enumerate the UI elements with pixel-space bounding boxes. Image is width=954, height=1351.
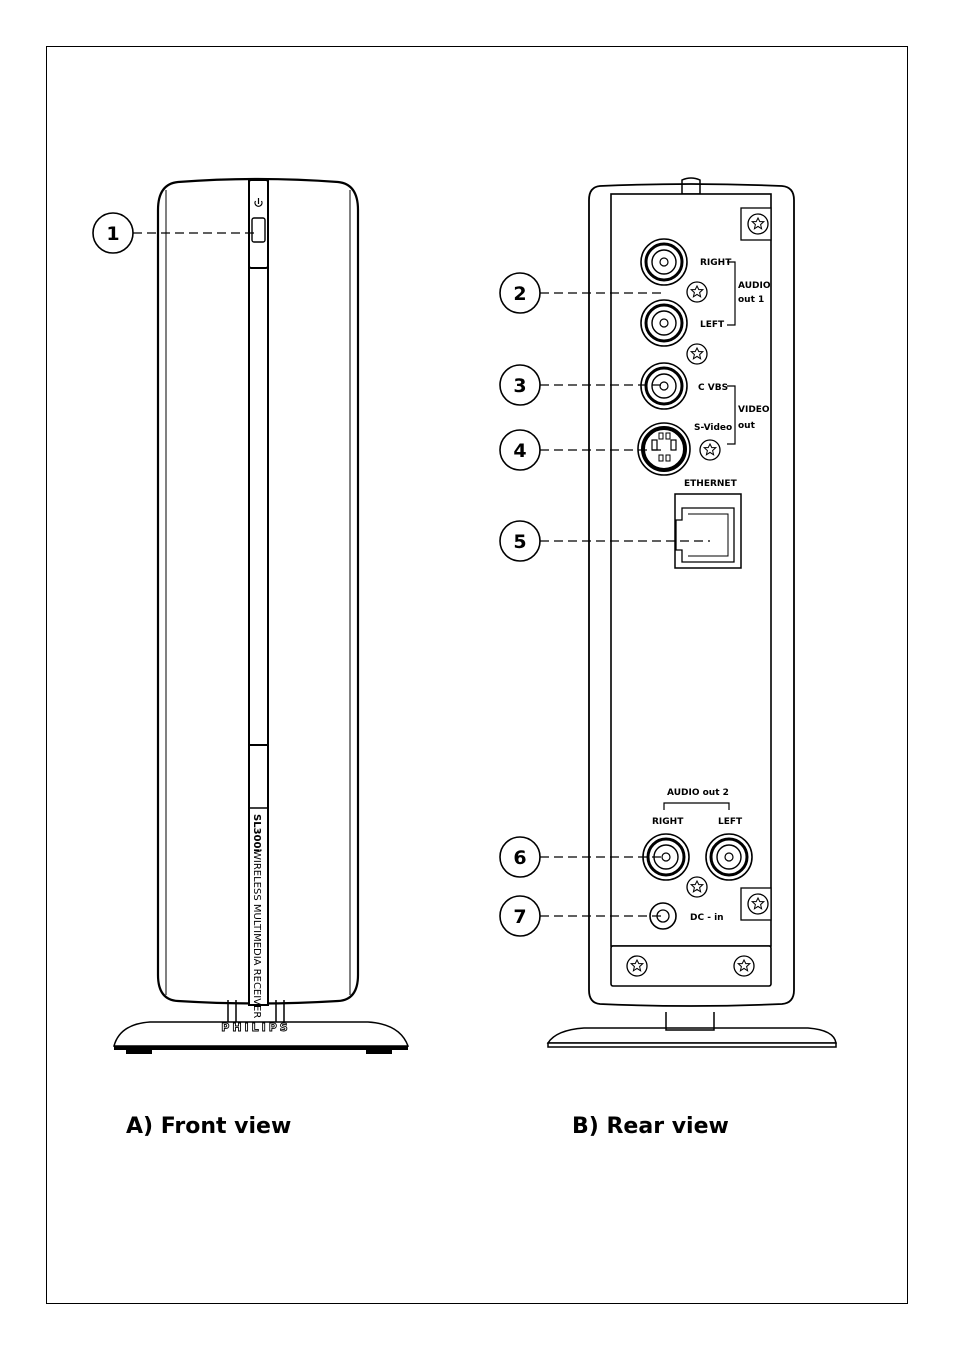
ethernet-port[interactable] (674, 493, 742, 569)
callout-5: 5 (499, 520, 710, 562)
label-audio-1-line1: AUDIO (738, 281, 771, 291)
audio-out-1-left-jack[interactable] (639, 298, 689, 348)
callout-4: 4 (499, 429, 664, 471)
label-cvbs: C VBS (698, 383, 728, 393)
callout-1: 1 (92, 212, 257, 254)
audio-out-1-right-jack[interactable] (639, 237, 689, 287)
rear-shell (588, 183, 795, 1007)
rear-stand (546, 1012, 837, 1048)
screw-icon (686, 343, 708, 365)
screw-icon (733, 955, 755, 977)
cvbs-jack[interactable] (639, 361, 689, 411)
screw-icon (686, 876, 708, 898)
svg-text:2: 2 (513, 283, 526, 305)
antenna-nub (681, 177, 701, 195)
label-audio-out-2: AUDIO out 2 (667, 788, 729, 798)
callout-3: 3 (499, 364, 664, 406)
front-body (156, 177, 360, 1005)
label-ethernet: ETHERNET (684, 479, 738, 489)
callout-6: 6 (499, 836, 666, 878)
screw-icon (699, 439, 721, 461)
screw-icon (686, 281, 708, 303)
audio-out-2-right-jack[interactable] (641, 832, 691, 882)
svg-text:6: 6 (513, 847, 526, 869)
label-dc-in: DC - in (690, 913, 724, 923)
label-svideo: S-Video (694, 423, 732, 433)
front-side-label-name: WIRELESS MULTIMEDIA RECEIVER (251, 850, 262, 1018)
svg-text:5: 5 (513, 531, 526, 553)
callout-2: 2 (499, 272, 664, 314)
front-brand: PHILIPS (221, 1021, 290, 1034)
rear-view-caption: B) Rear view (572, 1114, 729, 1139)
front-view-device: SL300i WIRELESS MULTIMEDIA RECEIVER PHIL… (92, 177, 410, 1054)
svg-text:3: 3 (513, 375, 526, 397)
svg-text:4: 4 (513, 440, 526, 462)
front-stand (113, 1000, 410, 1054)
rear-panel (610, 193, 772, 947)
label-right-1: RIGHT (700, 258, 732, 268)
svg-text:7: 7 (513, 906, 526, 928)
audio-out-2-left-jack[interactable] (704, 832, 754, 882)
label-video-line2: out (738, 421, 756, 431)
power-icon (254, 198, 263, 207)
screw-icon (747, 213, 769, 235)
front-side-label-model: SL300i (251, 814, 262, 852)
label-right-2: RIGHT (652, 817, 684, 827)
screw-icon (747, 893, 769, 915)
svideo-jack[interactable] (637, 422, 691, 476)
label-left-1: LEFT (700, 320, 725, 330)
label-left-2: LEFT (718, 817, 743, 827)
front-view-caption: A) Front view (126, 1114, 292, 1139)
label-video-line1: VIDEO (738, 405, 770, 415)
label-audio-1-line2: out 1 (738, 295, 764, 305)
power-button[interactable] (251, 217, 266, 243)
page-frame (46, 46, 908, 1304)
svg-text:1: 1 (106, 223, 119, 245)
callout-7: 7 (499, 895, 663, 937)
rear-view-device: RIGHT LEFT AUDIO out 1 C VBS S-Video VID… (499, 177, 837, 1048)
screw-icon (626, 955, 648, 977)
